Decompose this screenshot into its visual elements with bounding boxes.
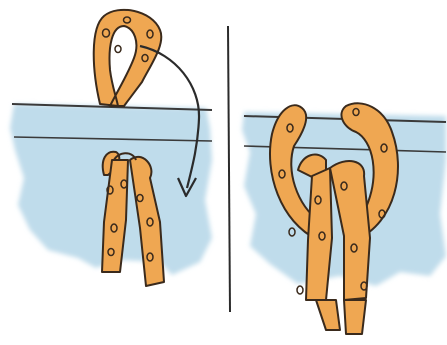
- rope-loop-upper: [94, 10, 162, 106]
- divider-line: [228, 26, 230, 312]
- panel-step-1: [10, 10, 212, 286]
- panel-step-2: [242, 103, 446, 334]
